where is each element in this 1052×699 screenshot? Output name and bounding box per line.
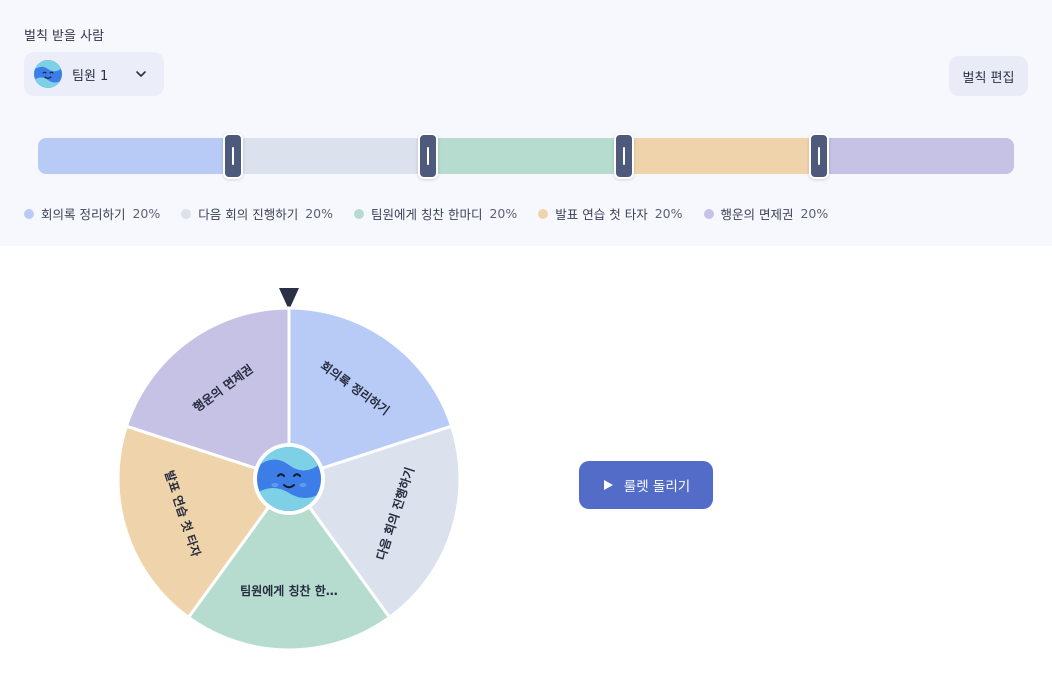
legend-color-dot [24,208,34,219]
wheel-slice [186,476,392,652]
legend-label: 다음 회의 진행하기 [198,207,299,222]
grip-icon [817,147,820,165]
wheel-slice [124,306,291,482]
ratio-segment [818,138,1014,174]
legend-percent: 20% [305,206,334,221]
legend-percent: 20% [654,206,683,221]
ratio-segment [428,138,624,174]
wheel-slice [116,424,292,620]
avatar-icon [34,60,62,88]
ratio-drag-handle[interactable] [223,133,244,179]
ratio-drag-handle[interactable] [418,133,439,179]
legend-label: 행운의 면제권 [720,207,794,222]
chevron-down-icon [136,71,146,77]
legend-label: 팀원에게 칭찬 한마디 [371,207,483,222]
ratio-bar [38,138,1014,174]
legend-color-dot [181,208,192,219]
legend-percent: 20% [489,206,518,221]
grip-icon [427,147,430,165]
legend-item: 발표 연습 첫 타자 20% [538,204,683,223]
legend-color-dot [703,208,714,219]
ratio-segment [233,138,429,174]
legend-item: 다음 회의 진행하기 20% [181,204,333,223]
target-person-label: 벌칙 받을 사람 [24,29,105,44]
wheel-slice-label: 팀원에게 칭찬 한… [240,583,338,598]
spin-roulette-button[interactable]: 룰렛 돌리기 [579,461,713,509]
legend-label: 회의록 정리하기 [41,207,126,222]
wheel-center-avatar-icon [253,443,325,515]
legend-percent: 20% [132,206,161,221]
ratio-drag-handle[interactable] [613,133,634,179]
legend-label: 발표 연습 첫 타자 [555,207,648,222]
selected-person-name: 팀원 1 [72,68,109,84]
spin-roulette-label: 룰렛 돌리기 [623,479,691,495]
legend-item: 행운의 면제권 20% [703,204,829,223]
legend-color-dot [354,208,365,219]
play-icon [603,480,613,490]
legend-item: 팀원에게 칭찬 한마디 20% [354,204,517,223]
legend-item: 회의록 정리하기 20% [24,204,160,223]
edit-penalties-button[interactable]: 벌칙 편집 [949,56,1028,96]
grip-icon [232,147,235,165]
legend-percent: 20% [800,206,829,221]
grip-icon [622,147,625,165]
ratio-segment [38,138,234,174]
ratio-segment [623,138,819,174]
legend-color-dot [538,208,549,219]
wheel-slice [287,306,454,482]
person-select[interactable]: 팀원 1 [24,52,164,96]
triangle-pointer-icon [279,288,299,310]
wheel-slice [286,424,462,620]
ratio-drag-handle[interactable] [808,133,829,179]
